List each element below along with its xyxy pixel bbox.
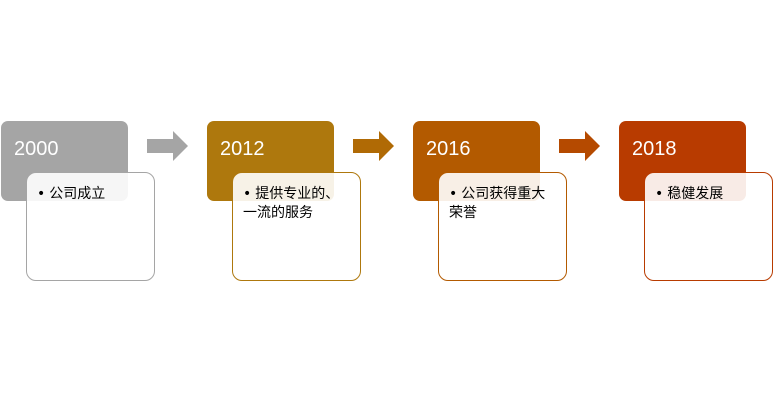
description-box: •公司获得重大荣誉 [438, 172, 567, 281]
step-2018: 2018 •稳健发展 [619, 121, 773, 283]
description-text: 提供专业的、一流的服务 [243, 186, 340, 221]
step-2016: 2016 •公司获得重大荣誉 [413, 121, 573, 283]
bullet-icon: • [655, 186, 664, 202]
description-box: •稳健发展 [644, 172, 773, 281]
arrow-right-icon [559, 131, 600, 161]
description-text: 公司成立 [49, 186, 106, 202]
arrow-right-icon [353, 131, 394, 161]
description-text: 稳健发展 [667, 186, 724, 202]
description-box: •公司成立 [26, 172, 155, 281]
description-box: •提供专业的、一流的服务 [232, 172, 361, 281]
bullet-icon: • [449, 186, 458, 202]
arrow-right-icon [147, 131, 188, 161]
bullet-icon: • [243, 186, 252, 202]
step-2000: 2000 •公司成立 [1, 121, 161, 283]
description-text: 公司获得重大荣誉 [449, 186, 546, 221]
step-2012: 2012 •提供专业的、一流的服务 [207, 121, 367, 283]
bullet-icon: • [37, 186, 46, 202]
